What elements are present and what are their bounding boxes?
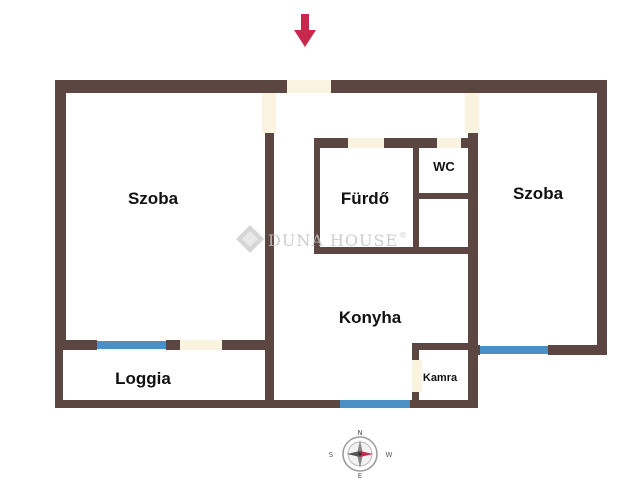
wc-door-opening — [437, 138, 461, 148]
watermark-registered-mark: ® — [399, 231, 408, 240]
windows — [97, 341, 548, 408]
loggia-door-opening — [180, 340, 222, 350]
wall-left — [55, 80, 66, 350]
hall-door-right — [465, 93, 479, 133]
wall-loggia-top-b — [166, 340, 180, 350]
wall-bath-top-b — [384, 138, 437, 148]
wall-hall-right — [468, 133, 478, 408]
wall-loggia-top-c — [222, 340, 274, 350]
compass-icon: N S W E — [329, 429, 393, 480]
room-label-wc: WC — [433, 159, 455, 174]
wall-bath-top-c — [461, 138, 470, 148]
room-label-pantry: Kamra — [423, 372, 458, 384]
room-label-left: Szoba — [128, 189, 179, 208]
wall-kitchen-bottom-b — [410, 400, 478, 408]
pantry-door-opening — [412, 360, 422, 392]
wall-bath-left — [314, 138, 320, 254]
wall-loggia-left — [55, 340, 63, 408]
bathroom-door-opening — [348, 138, 384, 148]
room-label-right: Szoba — [513, 184, 564, 203]
room-label-loggia: Loggia — [115, 369, 171, 388]
entrance-door-opening — [287, 80, 331, 93]
compass-west-letter: W — [386, 451, 393, 459]
wall-top-left — [55, 80, 287, 93]
wall-loggia-bottom — [55, 400, 274, 408]
room-label-kitchen: Konyha — [339, 308, 402, 327]
window-loggia — [97, 341, 166, 349]
compass-north-letter: N — [357, 429, 362, 437]
wall-kitchen-bottom-a — [265, 400, 340, 408]
wall-hall-left — [265, 133, 274, 408]
wall-wc-bottom — [413, 193, 470, 199]
watermark: DUNA HOUSE ® — [236, 225, 408, 253]
wall-right — [597, 80, 607, 355]
wall-loggia-top-a — [55, 340, 97, 350]
wall-pantry-left-b — [412, 392, 419, 408]
entrance-arrow-icon — [294, 14, 316, 47]
wall-pantry-left-a — [412, 343, 419, 360]
walls — [55, 80, 607, 408]
wall-hall-left-upper — [264, 80, 274, 93]
wall-hall-right-top — [465, 80, 479, 93]
room-label-bathroom: Fürdő — [341, 189, 389, 208]
wall-bath-top-a — [314, 138, 348, 148]
compass-east-letter: E — [358, 472, 362, 480]
hall-door-left — [262, 93, 276, 133]
duna-house-logo-icon — [236, 225, 264, 253]
door-openings — [180, 80, 479, 392]
window-right-room — [480, 346, 548, 354]
watermark-brand: DUNA HOUSE — [268, 231, 398, 250]
wall-right-room-bottom-b — [548, 345, 607, 355]
wall-bath-bottom — [314, 247, 470, 254]
window-kitchen — [340, 400, 410, 408]
wall-pantry-top — [412, 343, 478, 350]
compass-south-letter: S — [329, 451, 334, 459]
